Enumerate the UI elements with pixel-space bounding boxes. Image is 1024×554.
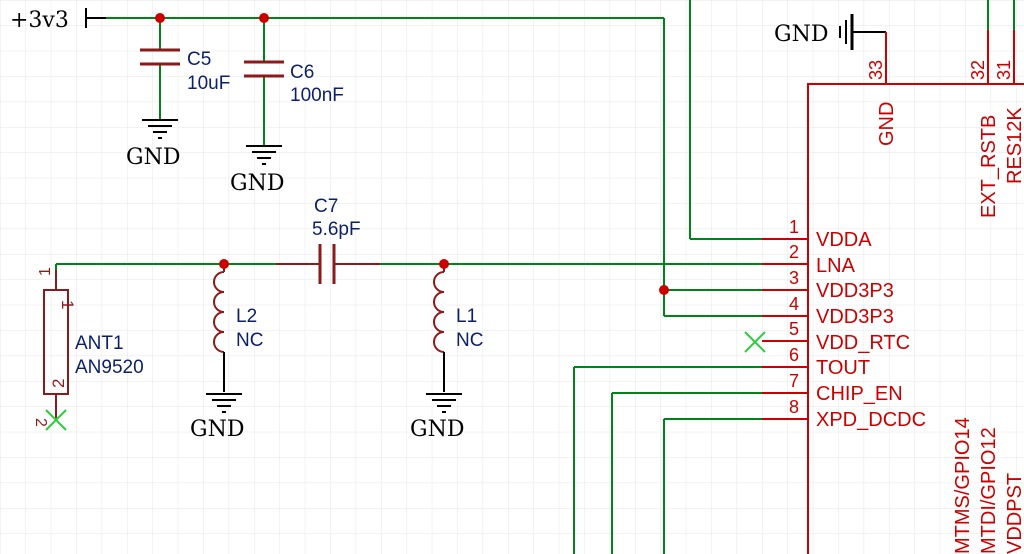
pin-name-tout: TOUT	[816, 357, 870, 379]
gnd-label-c6: GND	[230, 171, 284, 196]
gnd-label-l2: GND	[190, 417, 244, 442]
inductor-l2[interactable]: L2 NC	[213, 264, 263, 392]
junction-dot	[219, 259, 229, 269]
gnd-label-l1: GND	[410, 417, 464, 442]
pin-name-mtms-gpio14: MTMS/GPIO14	[952, 417, 974, 554]
pin-number: 4	[789, 294, 799, 314]
pin-name-xpd-dcdc: XPD_DCDC	[816, 409, 926, 431]
pin-name-res12k: RES12K	[1004, 107, 1024, 184]
capacitor-c5[interactable]: C5 10uF	[140, 48, 230, 94]
ic-top-pin-names: GND EXT_RSTB RES12K	[876, 102, 1024, 218]
power-label-3v3: +3v3	[10, 8, 69, 33]
gnd-symbol-top: GND	[774, 14, 886, 50]
c5-value: 10uF	[187, 73, 230, 94]
pin-name-vddpst: VDDPST	[1004, 473, 1024, 554]
c7-ref: C7	[314, 196, 338, 217]
pin-name-vdd3p3: VDD3P3	[816, 306, 894, 328]
junction-dot	[259, 13, 269, 23]
ant1-pad1-label: 1	[58, 300, 77, 309]
pin-number: 5	[789, 319, 799, 339]
pin-name-vdd-rtc: VDD_RTC	[816, 332, 910, 354]
pin-name-ext-rstb: EXT_RSTB	[978, 115, 1000, 218]
inductor-l1[interactable]: L1 NC	[433, 264, 483, 392]
ic-left-pin-numbers: 1 2 3 4 5 6 7 8	[789, 217, 799, 417]
l1-value: NC	[456, 330, 483, 351]
junctions	[155, 13, 669, 295]
antenna-ant1[interactable]: 1 2 1 2 ANT1 AN9520	[32, 267, 144, 427]
pin-number: 7	[789, 371, 799, 391]
ic-bottom-pin-names: MTMS/GPIO14 MTDI/GPIO12 VDDPST	[952, 417, 1024, 554]
ic-top-pin-numbers: 33 32 31	[866, 60, 1014, 80]
no-connect-marker-ant1	[45, 409, 67, 431]
gnd-label-top: GND	[774, 22, 828, 47]
pin-number: 2	[789, 242, 799, 262]
pin-name-mtdi-gpio12: MTDI/GPIO12	[978, 427, 1000, 554]
ic-body[interactable]	[807, 83, 1024, 554]
gnd-label-c5: GND	[126, 145, 180, 170]
capacitor-c7[interactable]: C7 5.6pF	[276, 196, 380, 284]
ic-left-pin-names: VDDA LNA VDD3P3 VDD3P3 VDD_RTC TOUT CHIP…	[816, 229, 926, 431]
pin-name-vdd3p3: VDD3P3	[816, 280, 894, 302]
pin-number: 33	[866, 60, 886, 80]
pin-name-vdda: VDDA	[816, 229, 872, 251]
power-flag-3v3: +3v3	[10, 8, 106, 33]
pin-name-gnd: GND	[876, 102, 898, 146]
c7-value: 5.6pF	[312, 219, 361, 240]
ant1-value: AN9520	[75, 357, 144, 378]
junction-dot	[155, 13, 165, 23]
pin-number: 1	[789, 217, 799, 237]
ic-left-pin-stubs	[762, 238, 808, 420]
ant1-pad2-label: 2	[49, 379, 68, 388]
ant1-ref: ANT1	[75, 333, 124, 354]
pin-name-chip-en: CHIP_EN	[816, 383, 903, 405]
no-connect-marker-vdd-rtc	[744, 331, 766, 353]
junction-dot	[439, 259, 449, 269]
capacitor-c6[interactable]: C6 100nF	[244, 60, 344, 106]
pin-number: 32	[968, 60, 988, 80]
c5-ref: C5	[187, 49, 211, 70]
l2-value: NC	[236, 330, 263, 351]
wires	[55, 0, 1015, 554]
c6-value: 100nF	[290, 85, 344, 106]
ant1-pin1-number: 1	[37, 267, 54, 276]
pin-number: 6	[789, 345, 799, 365]
pin-number: 3	[789, 268, 799, 288]
l2-ref: L2	[236, 306, 257, 327]
pin-number: 31	[994, 60, 1014, 80]
ant1-pin2-number: 2	[32, 418, 49, 427]
pin-number: 8	[789, 397, 799, 417]
l1-ref: L1	[456, 306, 477, 327]
c6-ref: C6	[290, 62, 314, 83]
pin-name-lna: LNA	[816, 255, 856, 277]
junction-dot	[659, 285, 669, 295]
ic-top-pin-stubs	[885, 30, 1015, 84]
